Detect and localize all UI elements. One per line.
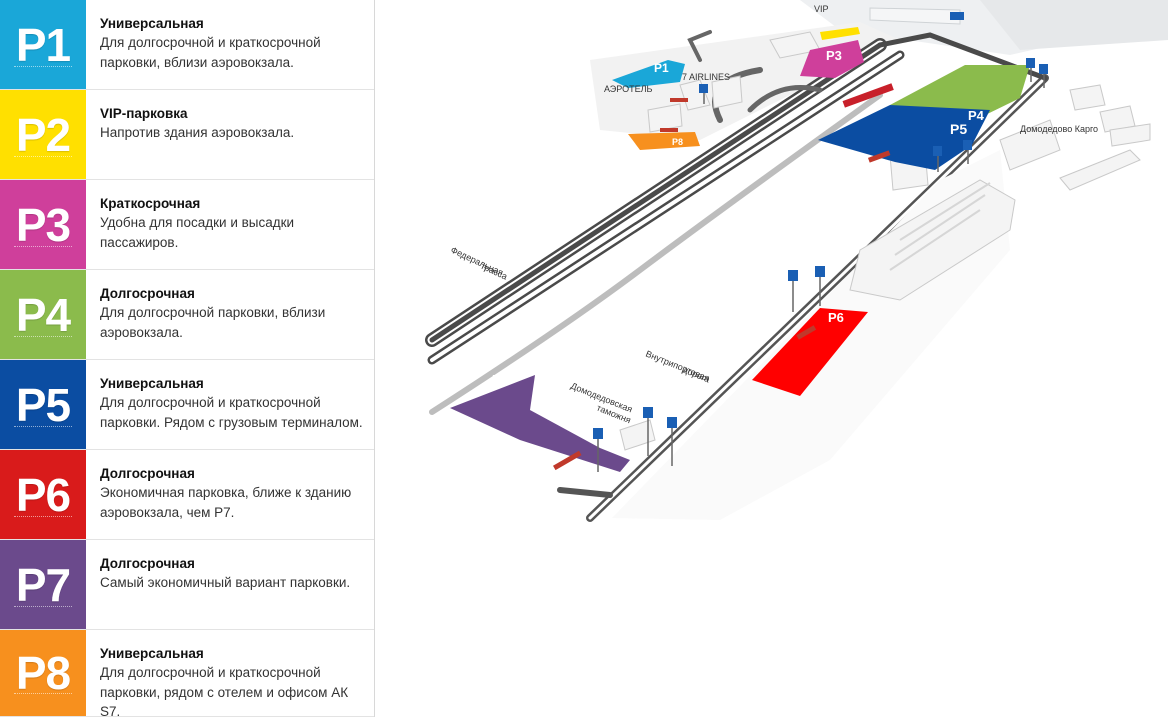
parking-type: VIP-парковка xyxy=(100,106,188,121)
zone-label-p6: P6 xyxy=(828,310,844,325)
roads xyxy=(425,30,1049,522)
parking-code: P8 xyxy=(15,647,71,699)
bus-stop-icon xyxy=(963,140,972,164)
zone-p6[interactable] xyxy=(752,308,868,396)
parking-description: Для долгосрочной и краткосрочной парковк… xyxy=(100,665,349,719)
parking-badge: P1 xyxy=(0,0,86,89)
barrier-icon xyxy=(867,150,891,163)
parking-type: Универсальная xyxy=(100,646,204,661)
airlines-label: 7 AIRLINES xyxy=(682,72,730,82)
airport-parking-map: P1 P3 P8 P4 P5 P6 P7 VIP 7 AIRLINES АЭРО… xyxy=(374,0,1168,717)
zone-p1[interactable] xyxy=(612,60,685,88)
parking-description: Удобна для посадки и высадки пассажиров. xyxy=(100,215,295,250)
parking-code: P4 xyxy=(15,288,71,341)
zone-label-p7: P7 xyxy=(492,372,508,387)
parking-badge: P8 xyxy=(0,630,86,716)
parking-type: Краткосрочная xyxy=(100,196,201,211)
bus-stop-signs xyxy=(593,58,1048,472)
bus-stop-icon xyxy=(933,146,942,172)
parking-description: Экономичная парковка, ближе к зданию аэр… xyxy=(100,485,352,520)
bus-stop-icon xyxy=(788,270,798,312)
parking-code: P2 xyxy=(15,108,71,161)
zone-label-p8: P8 xyxy=(672,137,683,147)
parking-type: Универсальная xyxy=(100,376,204,391)
parking-code: P5 xyxy=(15,378,71,431)
parking-description: Для долгосрочной парковки, вблизи аэрово… xyxy=(100,305,326,340)
bus-stop-icon xyxy=(815,266,825,306)
vip-label: VIP xyxy=(814,4,829,14)
hotel-label: АЭРОТЕЛЬ xyxy=(604,84,652,94)
parking-code: P7 xyxy=(15,558,71,611)
parking-code: P6 xyxy=(15,468,71,521)
bus-stop-icon xyxy=(593,428,603,472)
aeroexpress-train xyxy=(842,83,894,108)
bus-stop-icon xyxy=(643,407,653,456)
parking-type: Долгосрочная xyxy=(100,286,195,301)
bus-stop-icon xyxy=(667,417,677,466)
parking-badge: P5 xyxy=(0,360,86,449)
barrier-icon xyxy=(796,325,817,340)
parking-description: Напротив здания аэровокзала. xyxy=(100,125,295,140)
parking-badge: P7 xyxy=(0,540,86,629)
bus-stop-icon xyxy=(1039,64,1048,88)
map-svg: P1 P3 P8 P4 P5 P6 P7 VIP 7 AIRLINES АЭРО… xyxy=(425,0,1168,522)
zone-label-p3: P3 xyxy=(826,48,842,63)
parking-type: Долгосрочная xyxy=(100,556,195,571)
entry-barriers xyxy=(553,98,891,471)
parking-badge: P3 xyxy=(0,180,86,269)
parking-badge: P4 xyxy=(0,270,86,359)
zone-p8[interactable] xyxy=(628,132,700,150)
parking-code: P1 xyxy=(15,18,71,71)
zone-p3[interactable] xyxy=(800,40,864,78)
zone-p2[interactable] xyxy=(820,27,860,40)
parking-code: P3 xyxy=(15,198,71,251)
zone-p5[interactable] xyxy=(818,105,990,170)
zone-label-p4: P4 xyxy=(968,108,985,123)
parking-zones xyxy=(450,27,1030,472)
parking-type: Универсальная xyxy=(100,16,204,31)
parking-type: Долгосрочная xyxy=(100,466,195,481)
cargo-label: Домодедово Карго xyxy=(1020,124,1098,134)
warehouse-rows xyxy=(889,182,991,271)
bus-stop-icon xyxy=(699,84,708,104)
zone-p7[interactable] xyxy=(450,375,630,472)
parking-description: Для долгосрочной и краткосрочной парковк… xyxy=(100,395,363,430)
barrier-icon xyxy=(660,128,678,132)
parking-description: Для долгосрочной и краткосрочной парковк… xyxy=(100,35,321,70)
zone-p4[interactable] xyxy=(890,65,1030,120)
parking-badge: P2 xyxy=(0,90,86,179)
parking-description: Самый экономичный вариант парковки. xyxy=(100,575,351,590)
barrier-icon xyxy=(553,450,582,471)
bus-stop-icon xyxy=(1026,58,1035,82)
terminal-complex xyxy=(800,0,1168,55)
parking-badge: P6 xyxy=(0,450,86,539)
zone-label-p1: P1 xyxy=(654,61,669,75)
zone-label-p5: P5 xyxy=(950,121,967,137)
barrier-icon xyxy=(670,98,688,102)
